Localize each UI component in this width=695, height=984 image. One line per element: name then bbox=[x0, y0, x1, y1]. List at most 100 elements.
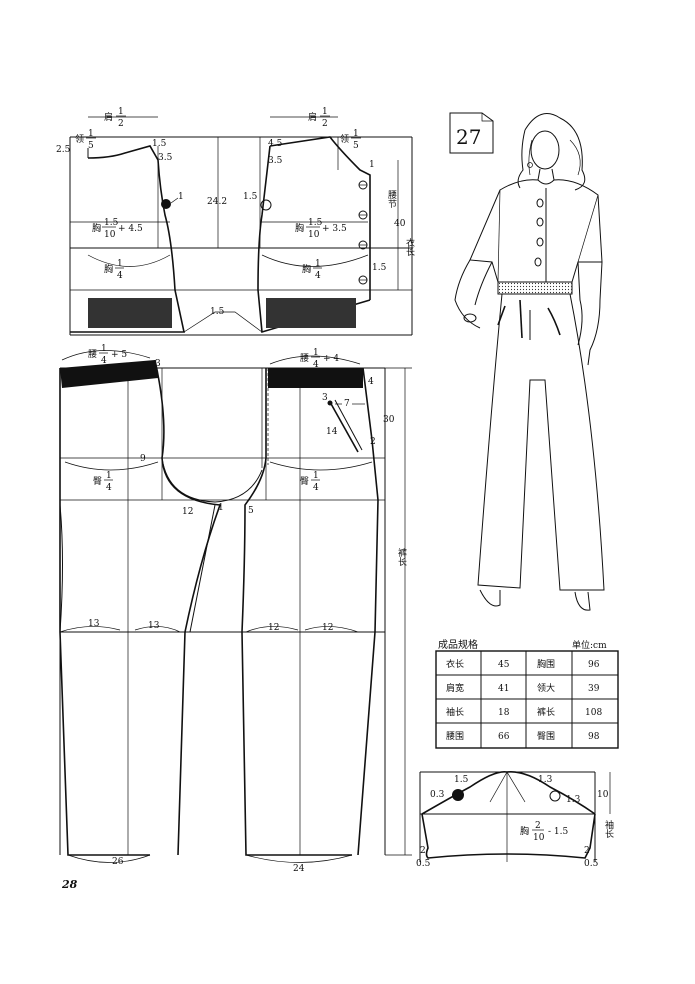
svg-text:1: 1 bbox=[353, 129, 359, 139]
page-number: 28 bbox=[61, 878, 78, 891]
dim-10: 10 bbox=[597, 790, 609, 800]
svg-text:5: 5 bbox=[88, 141, 94, 151]
spec-label: 肩宽 bbox=[446, 682, 464, 694]
spec-value: 18 bbox=[498, 708, 510, 718]
dim-hem-front: 24 bbox=[293, 864, 305, 874]
dim-12-crotch: 12 bbox=[182, 507, 193, 517]
dim-1-crotch: 1 bbox=[218, 503, 224, 513]
dim-12-b: 12 bbox=[322, 623, 333, 633]
svg-text:臀: 臀 bbox=[300, 476, 309, 487]
bust-back-label: 胸 1 4 bbox=[104, 259, 124, 281]
svg-text:1: 1 bbox=[313, 348, 319, 358]
svg-text:10: 10 bbox=[104, 230, 116, 240]
svg-text:1: 1 bbox=[106, 471, 112, 481]
dim-1-5-hem: 1.5 bbox=[210, 307, 225, 317]
bodice-draft: 肩 1 2 肩 1 2 领 1 5 领 1 5 2.5 1.5 3.5 4.5 … bbox=[56, 107, 415, 336]
dim-1-5-front: 1.5 bbox=[243, 192, 258, 202]
dim-3: 3 bbox=[155, 359, 161, 369]
svg-text:领: 领 bbox=[340, 133, 349, 145]
pattern-number-box: 27 bbox=[449, 112, 494, 154]
jacket-button-icon bbox=[536, 237, 544, 247]
spec-value: 96 bbox=[588, 660, 600, 670]
jacket-button-icon bbox=[536, 198, 544, 208]
spec-table-unit: 单位:cm bbox=[572, 639, 607, 651]
waist-front-label: 腰 1 4 + 4 bbox=[300, 348, 339, 370]
dim-4-5: 4.5 bbox=[268, 139, 283, 149]
svg-text:胸: 胸 bbox=[520, 825, 529, 837]
svg-text:1: 1 bbox=[101, 344, 107, 354]
waist-section-value: 40 bbox=[394, 219, 406, 229]
svg-text:1: 1 bbox=[117, 259, 123, 269]
jacket-button-icon bbox=[536, 217, 544, 227]
waist-back-label: 腰 1 4 + 5 bbox=[88, 344, 127, 366]
spec-label: 裤长 bbox=[537, 706, 555, 718]
dim-2-a: 2 bbox=[420, 846, 426, 856]
dim-3b: 3 bbox=[322, 393, 328, 403]
svg-text:臀: 臀 bbox=[93, 476, 102, 487]
front-hem-band bbox=[266, 298, 356, 328]
garment-length-label: 衣长 bbox=[404, 237, 415, 257]
dim-0-5-b: 0.5 bbox=[584, 859, 599, 869]
dim-24-2: 24.2 bbox=[207, 197, 227, 207]
svg-text:胸: 胸 bbox=[302, 263, 311, 275]
dim-2: 2 bbox=[370, 437, 376, 447]
svg-text:4: 4 bbox=[313, 360, 319, 370]
pattern-number: 27 bbox=[456, 125, 481, 149]
dim-9: 9 bbox=[140, 454, 146, 464]
svg-text:1: 1 bbox=[313, 471, 319, 481]
svg-text:1: 1 bbox=[88, 129, 94, 139]
neck-front-label: 领 1 5 bbox=[340, 129, 361, 151]
dim-13-a: 13 bbox=[88, 619, 100, 629]
hip-front-label: 臀 1 4 bbox=[300, 471, 320, 493]
sleeve-notch-icon bbox=[549, 790, 561, 802]
sleeve-formula-label: 胸 2 10 - 1.5 bbox=[520, 821, 568, 843]
trouser-length-label: 裤长 bbox=[396, 547, 407, 567]
sleeve-draft: 1.5 1.3 1.3 0.3 10 袖长 胸 2 10 - 1.5 2 2 0… bbox=[416, 770, 614, 869]
svg-text:2: 2 bbox=[535, 821, 541, 831]
svg-text:4: 4 bbox=[101, 356, 107, 366]
svg-text:2: 2 bbox=[118, 119, 124, 129]
chest-front-label: 胸 1.5 10 + 3.5 bbox=[295, 218, 347, 240]
dim-2-b: 2 bbox=[584, 846, 590, 856]
spec-label: 袖长 bbox=[446, 706, 464, 718]
dim-1-3-a: 1.3 bbox=[538, 775, 553, 785]
svg-text:胸: 胸 bbox=[92, 222, 101, 234]
spec-value: 108 bbox=[585, 708, 602, 718]
dim-4: 4 bbox=[368, 377, 374, 387]
svg-text:腰: 腰 bbox=[300, 353, 309, 364]
shoulder-front-label: 肩 1 2 bbox=[308, 107, 330, 129]
back-waistband bbox=[60, 360, 158, 388]
svg-text:4: 4 bbox=[117, 271, 123, 281]
svg-text:2: 2 bbox=[322, 119, 328, 129]
svg-text:10: 10 bbox=[308, 230, 320, 240]
spec-label: 领大 bbox=[537, 682, 555, 694]
dim-1-front: 1 bbox=[369, 160, 375, 170]
spec-label: 衣长 bbox=[446, 658, 464, 670]
svg-text:4: 4 bbox=[106, 483, 112, 493]
spec-value: 66 bbox=[498, 732, 510, 742]
dim-30: 30 bbox=[383, 415, 395, 425]
dim-13-b: 13 bbox=[148, 621, 160, 631]
svg-text:胸: 胸 bbox=[104, 263, 113, 275]
svg-text:+ 3.5: + 3.5 bbox=[322, 224, 347, 234]
dim-1-5-side: 1.5 bbox=[372, 263, 387, 273]
spec-label: 臀围 bbox=[537, 731, 555, 742]
svg-text:5: 5 bbox=[353, 141, 359, 151]
spec-value: 98 bbox=[588, 732, 600, 742]
dim-hem-back: 26 bbox=[112, 857, 124, 867]
trousers-draft: 腰 1 4 + 5 腰 1 4 + 4 3 4 3 7 30 14 2 9 臀 … bbox=[59, 344, 412, 874]
sleeve-length-label: 袖长 bbox=[603, 819, 614, 839]
shoulder-back-label: 肩 1 2 bbox=[104, 107, 126, 129]
dim-3-5-front: 3.5 bbox=[268, 156, 283, 166]
dim-1-5: 1.5 bbox=[454, 775, 469, 785]
spec-table: 成品规格 单位:cm 衣长 45 胸围 96 肩宽 41 领大 39 袖长 18… bbox=[435, 638, 619, 749]
svg-text:1: 1 bbox=[315, 259, 321, 269]
dim-1-5: 1.5 bbox=[152, 139, 167, 149]
svg-text:腰: 腰 bbox=[88, 349, 97, 360]
dim-14: 14 bbox=[326, 427, 338, 437]
dim-12-a: 12 bbox=[268, 623, 279, 633]
spec-label: 腰围 bbox=[446, 731, 464, 742]
spec-label: 胸围 bbox=[537, 658, 555, 670]
dim-1: 1 bbox=[178, 192, 184, 202]
